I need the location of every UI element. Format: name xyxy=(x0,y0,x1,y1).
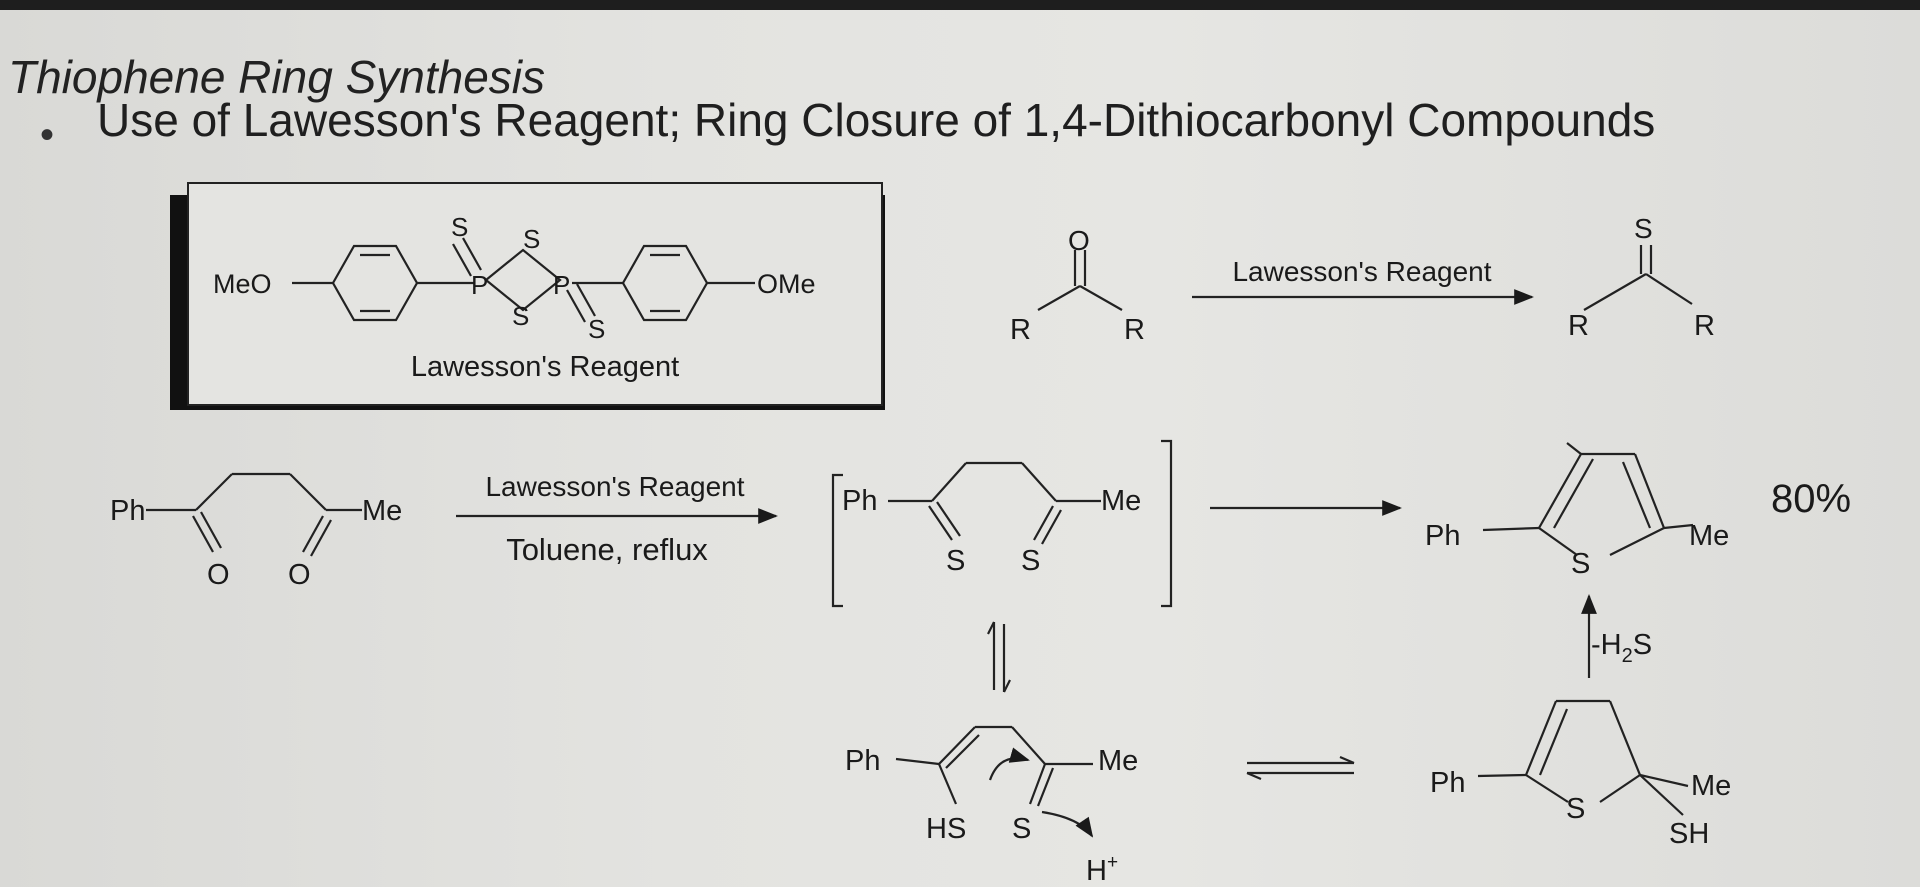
lawesson-reagent-caption: Lawesson's Reagent xyxy=(411,351,679,383)
diketone-methyl-label: Me xyxy=(362,495,402,527)
ketone-r-right-label: R xyxy=(1124,314,1145,346)
h2s-elimination-arrow: -H2S xyxy=(1581,594,1652,678)
equilibrium-arrow-vertical xyxy=(987,621,1011,693)
thionation-arrow-label: Lawesson's Reagent xyxy=(1232,256,1491,287)
thiophene-phenyl-label: Ph xyxy=(1425,520,1460,552)
enethiol-hs-label: HS xyxy=(926,813,966,845)
thioketone-r-right-label: R xyxy=(1694,310,1715,342)
h2s-loss-label: -H2S xyxy=(1591,629,1652,667)
top-dark-bar xyxy=(0,0,1920,10)
sulfur-exo-left-label: S xyxy=(451,212,468,242)
dihydrothiophene-methyl-label: Me xyxy=(1691,770,1731,802)
thiophene-methyl-label: Me xyxy=(1689,520,1729,552)
sulfur-ring-bottom-label: S xyxy=(512,301,529,331)
intermediate-sulfur-right-label: S xyxy=(1021,545,1040,577)
intermediate-phenyl-label: Ph xyxy=(842,485,877,517)
enethiol-sulfur-label: S xyxy=(1012,813,1031,845)
thionation-example: O R R Lawesson's Reagent S R R xyxy=(1010,213,1715,346)
equilibrium-arrow-horizontal xyxy=(1246,755,1355,781)
reflux-arrow: Lawesson's Reagent Toluene, reflux xyxy=(456,471,778,567)
ketone-oxygen-label: O xyxy=(1068,225,1090,256)
reflux-arrow-label-bottom: Toluene, reflux xyxy=(506,532,708,567)
slide-title: Thiophene Ring Synthesis xyxy=(8,51,545,103)
lawesson-reagent-box: MeO OMe P P S S S S Lawesson's Reagent xyxy=(170,182,885,410)
yield-label: 80% xyxy=(1771,477,1851,521)
dihydrothiophene-phenyl-label: Ph xyxy=(1430,767,1465,799)
ketone-r-left-label: R xyxy=(1010,314,1031,346)
slide-subtitle: Use of Lawesson's Reagent; Ring Closure … xyxy=(97,94,1656,146)
enethiol-phenyl-label: Ph xyxy=(845,745,880,777)
thiophene-sulfur-label: S xyxy=(1571,548,1590,580)
thioketone-sulfur-label: S xyxy=(1634,213,1653,244)
enethiol-intermediate: Ph Me HS S H+ xyxy=(845,725,1138,887)
bullet-dot: • xyxy=(40,113,55,157)
sulfur-ring-top-label: S xyxy=(523,224,540,254)
sulfur-exo-right-label: S xyxy=(588,314,605,344)
proton-label: H+ xyxy=(1086,852,1118,887)
diketone-phenyl-label: Ph xyxy=(110,495,145,527)
dihydrothiophene-sulfur-label: S xyxy=(1566,793,1585,825)
diketone-oxygen-right-label: O xyxy=(288,559,311,591)
phosphorus-right-label: P xyxy=(553,270,570,300)
dihydrothiophene-thiol: Ph Me S SH xyxy=(1430,699,1731,850)
phosphorus-left-label: P xyxy=(471,270,488,300)
intermediate-sulfur-left-label: S xyxy=(946,545,965,577)
diketone-oxygen-left-label: O xyxy=(207,559,230,591)
reflux-arrow-label-top: Lawesson's Reagent xyxy=(485,471,744,502)
thiophene-product: Ph Me S xyxy=(1425,442,1729,580)
dithioketone-intermediate: Ph Me S S xyxy=(831,439,1173,608)
dihydrothiophene-sh-label: SH xyxy=(1669,818,1709,850)
intermediate-methyl-label: Me xyxy=(1101,485,1141,517)
methoxy-right-label: OMe xyxy=(757,269,816,299)
methoxy-left-label: MeO xyxy=(213,269,272,299)
enethiol-methyl-label: Me xyxy=(1098,745,1138,777)
diketone-starting-material: Ph Me O O xyxy=(110,472,402,591)
thioketone-r-left-label: R xyxy=(1568,310,1589,342)
